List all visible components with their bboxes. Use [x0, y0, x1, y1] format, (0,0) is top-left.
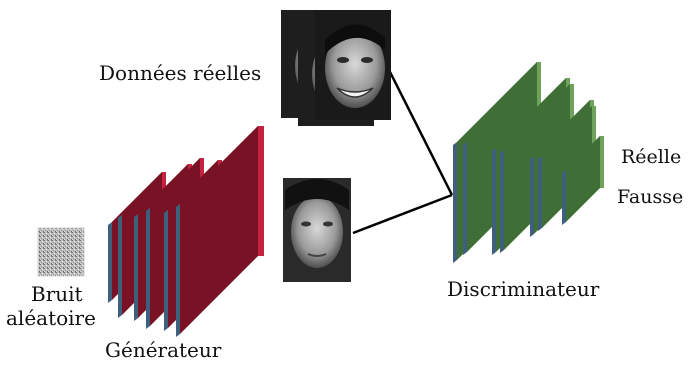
- noise-label-line2: aléatoire: [6, 306, 96, 330]
- fake-to-discriminator-line: [352, 193, 453, 235]
- generated-face-image: [283, 178, 351, 282]
- generator-network: [108, 126, 264, 337]
- real-face-front: [315, 10, 391, 120]
- discriminator-label: Discriminateur: [447, 277, 600, 301]
- noise-image: [37, 227, 85, 277]
- real-data-label: Données réelles: [99, 61, 262, 85]
- real-face-stack: [281, 10, 391, 126]
- output-real-label: Réelle: [618, 144, 685, 170]
- discriminator-layer-7: [562, 136, 604, 225]
- output-fake-label: Fausse: [614, 184, 687, 210]
- generator-layer-6: [176, 126, 264, 337]
- connector-lines: [352, 63, 454, 235]
- noise-label-line1: Bruit: [31, 282, 83, 306]
- discriminator-network: [453, 62, 604, 263]
- real-to-discriminator-line: [384, 63, 454, 196]
- generator-label: Générateur: [105, 338, 222, 362]
